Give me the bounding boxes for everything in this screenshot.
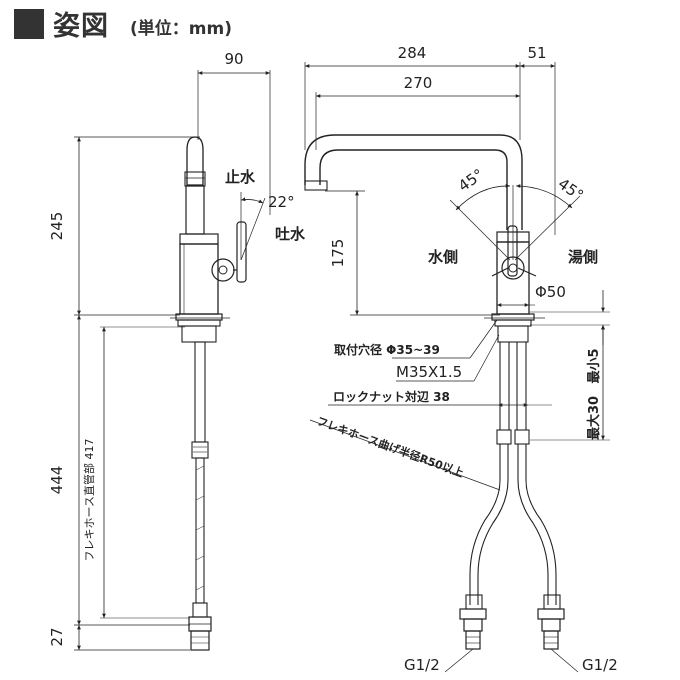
header: 姿図 (単位：mm)	[0, 0, 680, 46]
label-locknut: ロックナット対辺 38	[333, 389, 450, 404]
dim-side-bottom: 27	[48, 627, 66, 646]
dim-side-upper-height: 245	[48, 212, 66, 241]
label-min-thickness: 最小5	[587, 348, 602, 383]
unit-label: (単位：mm)	[130, 19, 232, 39]
dim-spout-reach: 270	[404, 74, 433, 92]
label-body-diameter: Φ50	[535, 283, 566, 301]
label-lever-angle: 22°	[268, 193, 295, 211]
label-stop-water: 止水	[225, 168, 256, 186]
page-title: 姿図	[53, 11, 109, 42]
dim-front-right-offset: 51	[527, 44, 546, 62]
label-mounting-hole: 取付穴径 Φ35~39	[334, 342, 440, 357]
side-view	[74, 70, 271, 651]
dim-front-total-width: 284	[398, 44, 427, 62]
dim-side-lower-height: 444	[48, 466, 66, 495]
label-cold-side: 水側	[428, 248, 458, 266]
label-angle-right: 45°	[555, 175, 587, 205]
label-max-thickness: 最大30	[586, 396, 602, 440]
label-hot-side: 湯側	[568, 248, 598, 266]
front-view	[304, 62, 610, 673]
dim-spout-height: 175	[329, 239, 347, 268]
label-hose-bend-radius: フレキホース曲げ半径R50以上	[315, 414, 466, 480]
dim-side-width: 90	[224, 50, 243, 68]
label-connector-right: G1/2	[582, 656, 618, 674]
label-thread: M35X1.5	[396, 363, 462, 381]
title-square-icon	[14, 9, 44, 39]
label-connector-left: G1/2	[404, 656, 440, 674]
label-discharge: 吐水	[275, 225, 306, 243]
label-hose-straight: フレキホース直管部 417	[82, 439, 96, 562]
